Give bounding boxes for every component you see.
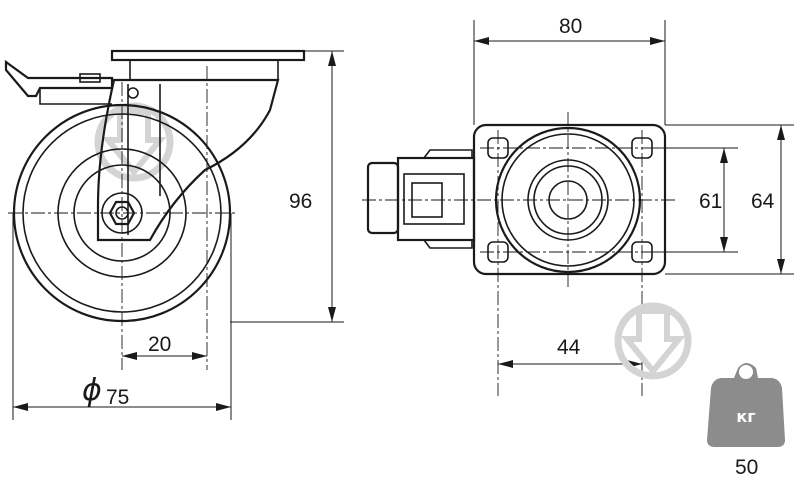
side-view: 96 20 ϕ 75: [4, 49, 344, 420]
weight-icon: [707, 363, 785, 447]
install-arrow-icon: [614, 302, 692, 380]
fork: [96, 78, 280, 242]
height-label: 96: [289, 190, 312, 213]
plate-width-label: 80: [559, 15, 582, 38]
load-unit-label: кг: [736, 407, 755, 426]
hole-spacing-y-label: 61: [699, 190, 722, 213]
brake-housing: [366, 149, 476, 249]
plate-height-label: 64: [751, 190, 775, 213]
diameter-label: 75: [106, 386, 129, 409]
load-value-label: 50: [735, 456, 758, 479]
top-view: 80 44 61 64: [362, 15, 794, 396]
brake-lever: [4, 59, 139, 105]
hole-spacing-x-label: 44: [557, 336, 581, 359]
offset-label: 20: [148, 333, 171, 356]
diameter-symbol: ϕ: [82, 373, 102, 408]
mounting-plate: [472, 123, 667, 276]
load-badge: кг 50: [707, 363, 785, 479]
top-plate: [110, 49, 306, 62]
